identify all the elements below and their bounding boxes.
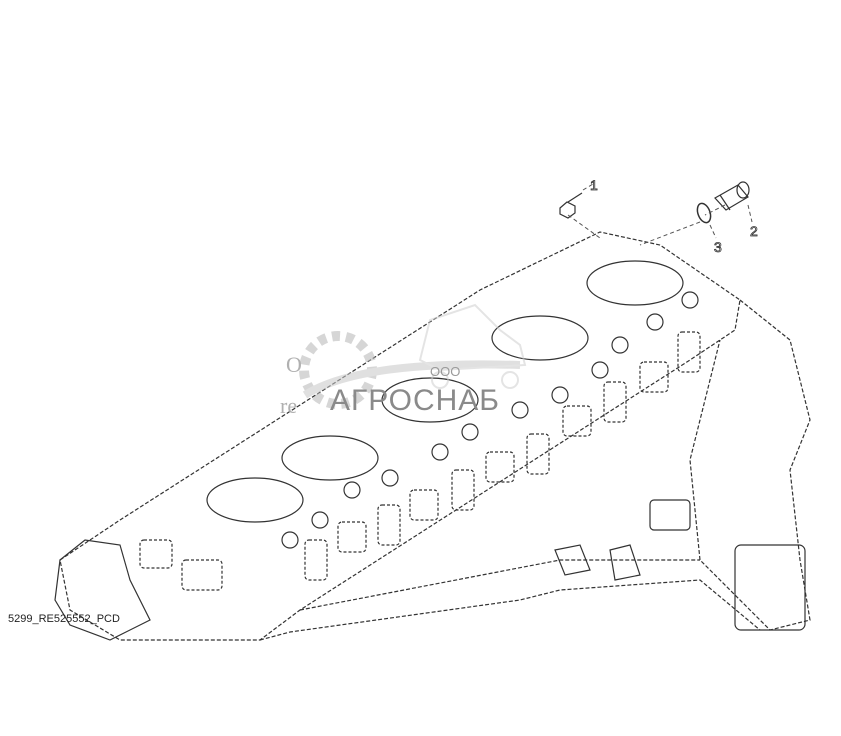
- watermark-company-prefix: ООО: [430, 364, 461, 379]
- watermark-company-name: АГРОСНАБ: [330, 384, 500, 417]
- watermark-fragment-re: re: [280, 393, 298, 418]
- right-side-components: [554, 499, 806, 631]
- engine-block-outline: [59, 231, 811, 641]
- o-ring-part: [696, 202, 712, 224]
- side-openings: [139, 331, 701, 591]
- watermark-fragment-o: O: [286, 352, 302, 377]
- callout-3: 3: [714, 239, 722, 255]
- callout-2: 2: [750, 223, 758, 239]
- bolt-holes: [281, 291, 699, 549]
- leader-lines: [567, 183, 753, 246]
- fitting-part: [714, 181, 750, 211]
- drawing-caption: 5299_RE525552_PCD: [8, 613, 120, 625]
- rear-housing: [54, 539, 151, 641]
- plug-part: [559, 192, 583, 219]
- callout-1: 1: [590, 177, 598, 193]
- watermark-logo: [299, 303, 527, 409]
- cylinder-bores: [206, 260, 684, 523]
